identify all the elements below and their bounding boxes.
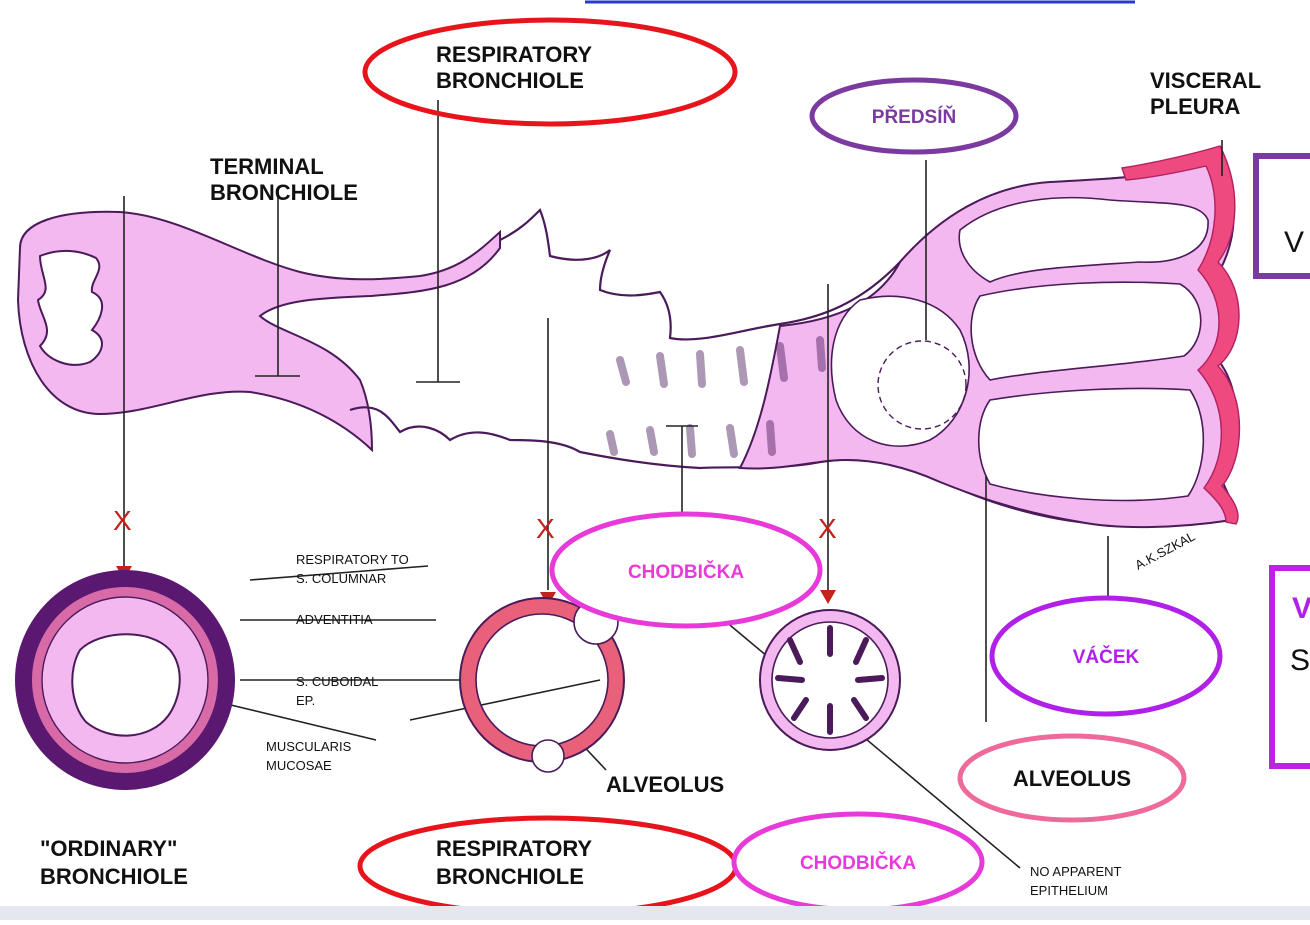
terminal-bronchiole-line1: TERMINAL [210, 154, 324, 179]
ordinary-bronchiole-line2: BRONCHIOLE [40, 864, 188, 889]
airway-tree [18, 146, 1240, 527]
cuboidal-line1: S. CUBOIDAL [296, 674, 378, 689]
resp-bronchiole-top-line1: RESPIRATORY [436, 42, 592, 67]
author-signature: A.K.SZKAL [1132, 529, 1197, 573]
ordinary-bronchiole-inner [38, 251, 102, 365]
resp-to-columnar-line1: RESPIRATORY TO [296, 552, 409, 567]
x-mark-3: X [818, 513, 837, 544]
visceral-pleura-line2: PLEURA [1150, 94, 1241, 119]
ordinary-bronchiole-section [15, 570, 235, 790]
respiratory-bronchiole-section [460, 598, 624, 772]
resp-to-columnar-line2: S. COLUMNAR [296, 571, 386, 586]
no-epithelium-line1: NO APPARENT [1030, 864, 1122, 879]
side-box-mid-text-2: S [1290, 644, 1310, 677]
terminal-bronchiole-line2: BRONCHIOLE [210, 180, 358, 205]
tag-vacek: VÁČEK [1073, 646, 1140, 668]
side-boxes: V V S [1256, 156, 1310, 766]
alveolar-duct-section [760, 610, 900, 750]
resp-bronchiole-top-line2: BRONCHIOLE [436, 68, 584, 93]
bottom-strip [0, 906, 1310, 920]
arrow-head-3 [820, 590, 836, 604]
cuboidal-line2: EP. [296, 693, 315, 708]
resp-bronchiole-bottom-line1: RESPIRATORY [436, 836, 592, 861]
no-epithelium-line2: EPITHELIUM [1030, 883, 1108, 898]
side-box-mid-text-1: V [1292, 592, 1310, 625]
x-mark-1: X [113, 505, 132, 536]
muscularis-line2: MUCOSAE [266, 758, 332, 773]
visceral-pleura-line1: VISCERAL [1150, 68, 1261, 93]
alveolus-small-label: ALVEOLUS [606, 772, 724, 797]
tag-chodbicka-mid: CHODBIČKA [628, 561, 744, 583]
adventitia-label: ADVENTITIA [296, 612, 373, 627]
muscularis-line1: MUSCULARIS [266, 739, 352, 754]
alveolar-sac-3 [979, 388, 1204, 500]
side-box-top-text: V [1284, 226, 1304, 259]
alveolus-right-label: ALVEOLUS [1013, 766, 1131, 791]
ordinary-bronchiole-line1: "ORDINARY" [40, 836, 177, 861]
x-mark-2: X [536, 513, 555, 544]
tag-chodbicka-bottom: CHODBIČKA [800, 852, 916, 874]
resp-bronchiole-bottom-line2: BRONCHIOLE [436, 864, 584, 889]
tag-predsin: PŘEDSÍŇ [872, 106, 956, 128]
